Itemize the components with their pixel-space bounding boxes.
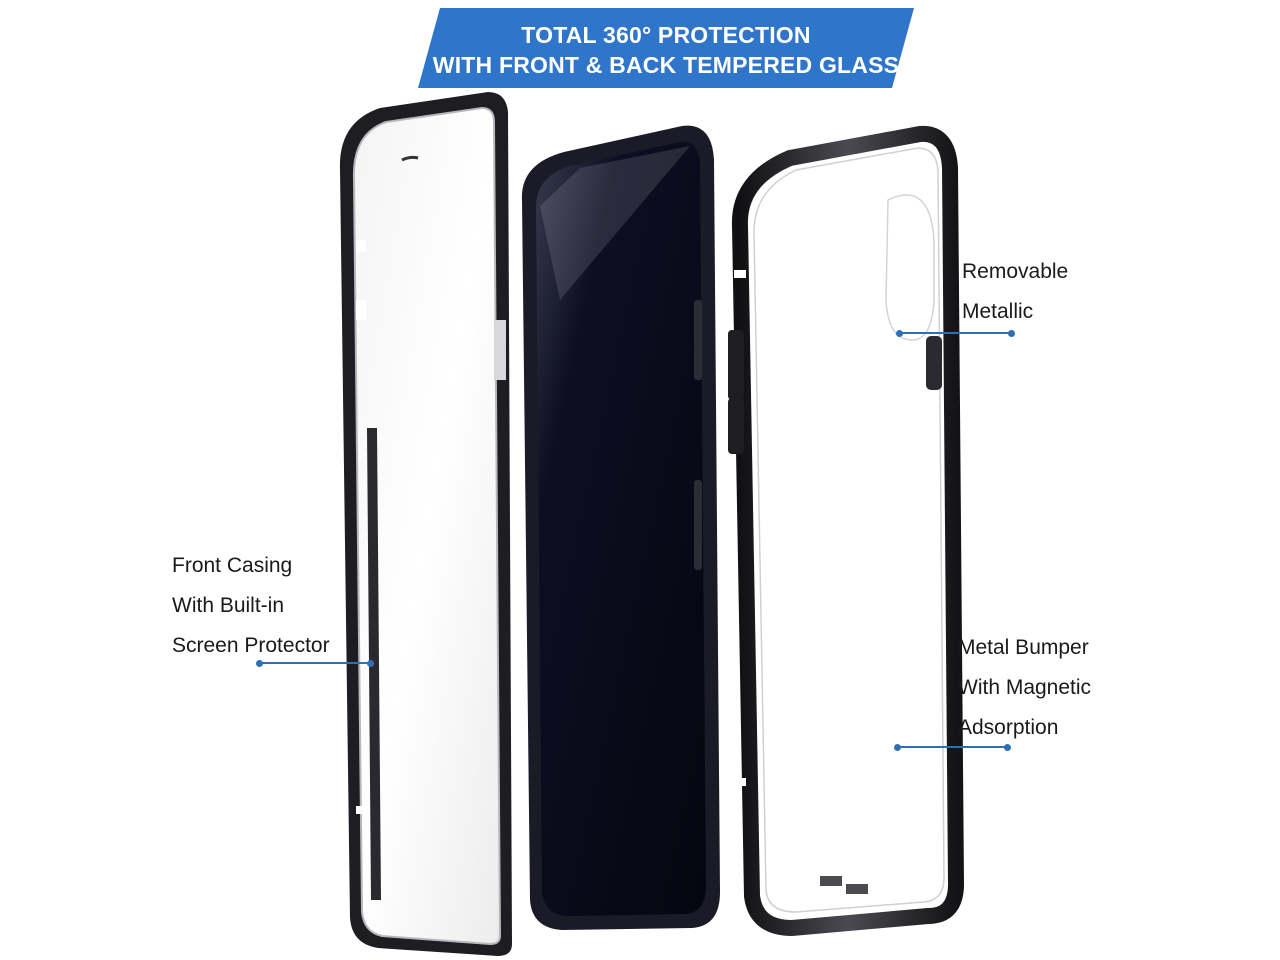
front-casing (339, 92, 512, 956)
front-casing-label: Front Casing With Built-in Screen Protec… (172, 546, 330, 666)
banner-line-2: WITH FRONT & BACK TEMPERED GLASS (432, 52, 900, 78)
banner-shape (418, 8, 914, 88)
back-glass-panel (521, 125, 720, 931)
metal-bumper-label: Metal Bumper With Magnetic Adsorption (958, 628, 1091, 748)
metal-bumper-label-line-2: With Magnetic (958, 676, 1092, 699)
title-banner: TOTAL 360° PROTECTION WITH FRONT & BACK … (418, 8, 914, 88)
removable-leader-line (898, 332, 1012, 334)
metal-bumper (728, 125, 965, 937)
banner-line-1: TOTAL 360° PROTECTION (521, 22, 811, 48)
removable-leader-dot-end (1008, 330, 1015, 337)
front-casing-label-line-2: With Built-in (172, 594, 285, 617)
metal-bumper-label-line-3: Adsorption (958, 716, 1059, 739)
bumper-leader-line (896, 746, 1008, 748)
metal-bumper-label-line-1: Metal Bumper (958, 636, 1089, 659)
front-casing-leader-line (258, 662, 370, 664)
front-casing-label-line-3: Screen Protector (172, 634, 330, 657)
removable-metallic-label-line-1: Removable (962, 260, 1069, 283)
bumper-leader-dot-end (1004, 744, 1011, 751)
front-casing-label-line-1: Front Casing (172, 554, 293, 577)
front-casing-leader-dot-end (367, 660, 374, 667)
banner-text: TOTAL 360° PROTECTION WITH FRONT & BACK … (418, 20, 914, 80)
removable-metallic-label-line-2: Metallic (962, 300, 1034, 323)
removable-metallic-label: Removable Metallic (962, 252, 1068, 332)
